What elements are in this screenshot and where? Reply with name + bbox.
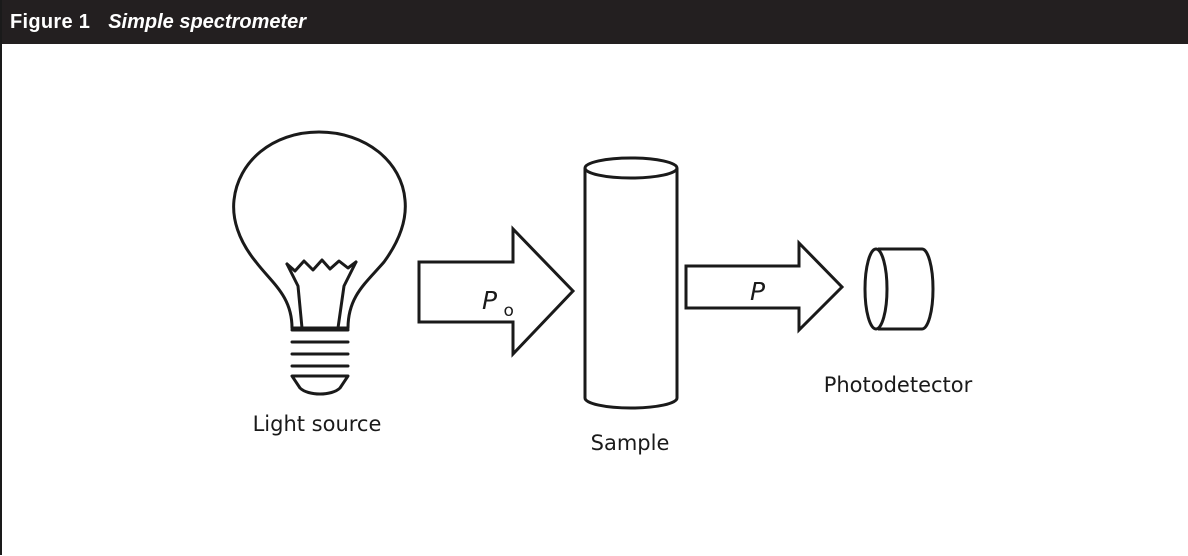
incident-power-label: P o — [482, 286, 514, 321]
transmitted-power-label: P — [750, 277, 766, 306]
light-bulb-icon — [232, 130, 407, 396]
incident-power-symbol: P — [482, 286, 498, 315]
light-source-label: Light source — [253, 412, 382, 436]
sample-cuvette-icon — [583, 156, 679, 410]
figure-caption: Simple spectrometer — [108, 10, 307, 33]
photodetector-icon — [863, 247, 935, 331]
transmitted-beam-arrow — [684, 239, 845, 334]
photodetector-label: Photodetector — [824, 373, 973, 397]
figure-header: Figure 1 Simple spectrometer — [2, 0, 1188, 44]
incident-beam-arrow — [417, 225, 576, 358]
figure-label: Figure 1 — [10, 10, 91, 33]
sample-label: Sample — [591, 431, 670, 455]
incident-power-subscript: o — [504, 301, 514, 321]
